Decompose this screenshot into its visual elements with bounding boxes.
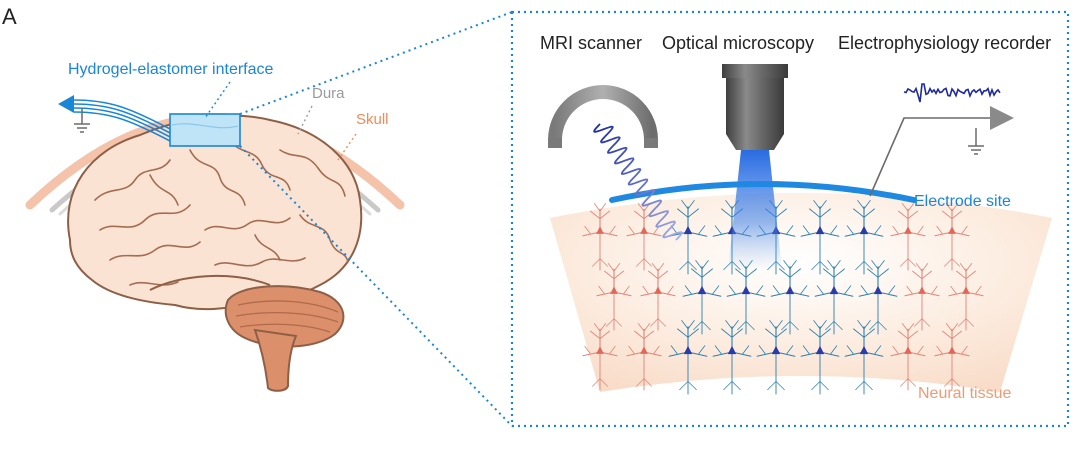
electrode-film [609, 181, 917, 203]
dura-leader [297, 105, 313, 135]
ephys-trace [903, 83, 1001, 103]
hydrogel-leader [204, 81, 231, 119]
amplifier-icon [990, 106, 1014, 130]
brain-illustration [67, 114, 363, 392]
skull-leader [337, 133, 357, 161]
ground-right-icon [968, 128, 984, 155]
optical-microscopy-label: Optical microscopy [662, 33, 815, 53]
mri-scanner-label: MRI scanner [540, 33, 643, 53]
panel-letter: A [2, 4, 17, 29]
light-beam [728, 150, 782, 270]
microscope-objective-icon [722, 64, 788, 150]
zoom-inset-frame [510, 10, 1070, 428]
interface-patch [169, 113, 241, 147]
neural-tissue-region [550, 193, 1052, 392]
zoom-lines [239, 11, 513, 427]
electrode-site-label: Electrode site [914, 193, 1011, 210]
dura-label: Dura [312, 85, 345, 102]
skull-label: Skull [356, 111, 389, 128]
electrophysiology-recorder-label: Electrophysiology recorder [838, 33, 1052, 53]
arrow-left-icon [58, 95, 74, 113]
mri-scanner-icon [548, 85, 658, 148]
hydrogel-interface-label: Hydrogel-elastomer interface [68, 61, 274, 78]
neuron-network [582, 200, 984, 395]
electrode-wire [869, 117, 996, 197]
rf-wave [593, 123, 683, 241]
ground-left-icon [74, 108, 90, 133]
neural-tissue-label: Neural tissue [918, 385, 1012, 402]
interface-cable [73, 99, 173, 143]
